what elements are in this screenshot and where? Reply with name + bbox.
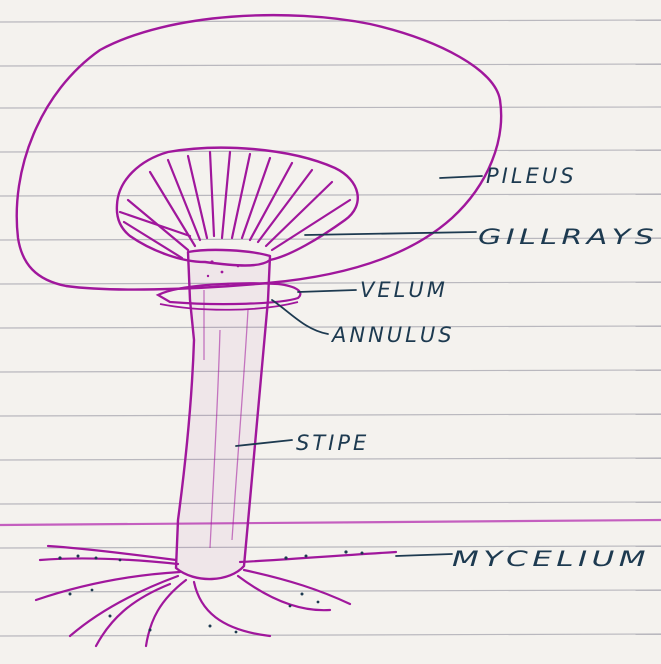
label-annulus: ANNULUS (330, 323, 455, 347)
gill-rays-pointer (305, 232, 476, 235)
mycelium-pointer (396, 554, 452, 556)
label-pileus: PILEUS (486, 164, 577, 188)
gill-rays (120, 152, 350, 258)
pileus-outline (17, 15, 501, 289)
stipe-outline (176, 250, 270, 579)
gill-cap-outline (117, 148, 358, 266)
label-mycelium: MYCELIUM (452, 547, 650, 571)
pileus-pointer (440, 176, 482, 178)
label-stipe: STIPE (296, 431, 369, 455)
margin-line (0, 520, 661, 525)
leader-lines (236, 176, 482, 556)
annulus-pointer (272, 300, 328, 334)
label-gill-rays: GILLRAYS (478, 225, 658, 249)
ruled-lines (0, 20, 661, 636)
label-velum: VELUM (360, 278, 448, 302)
velum-pointer (298, 290, 356, 292)
